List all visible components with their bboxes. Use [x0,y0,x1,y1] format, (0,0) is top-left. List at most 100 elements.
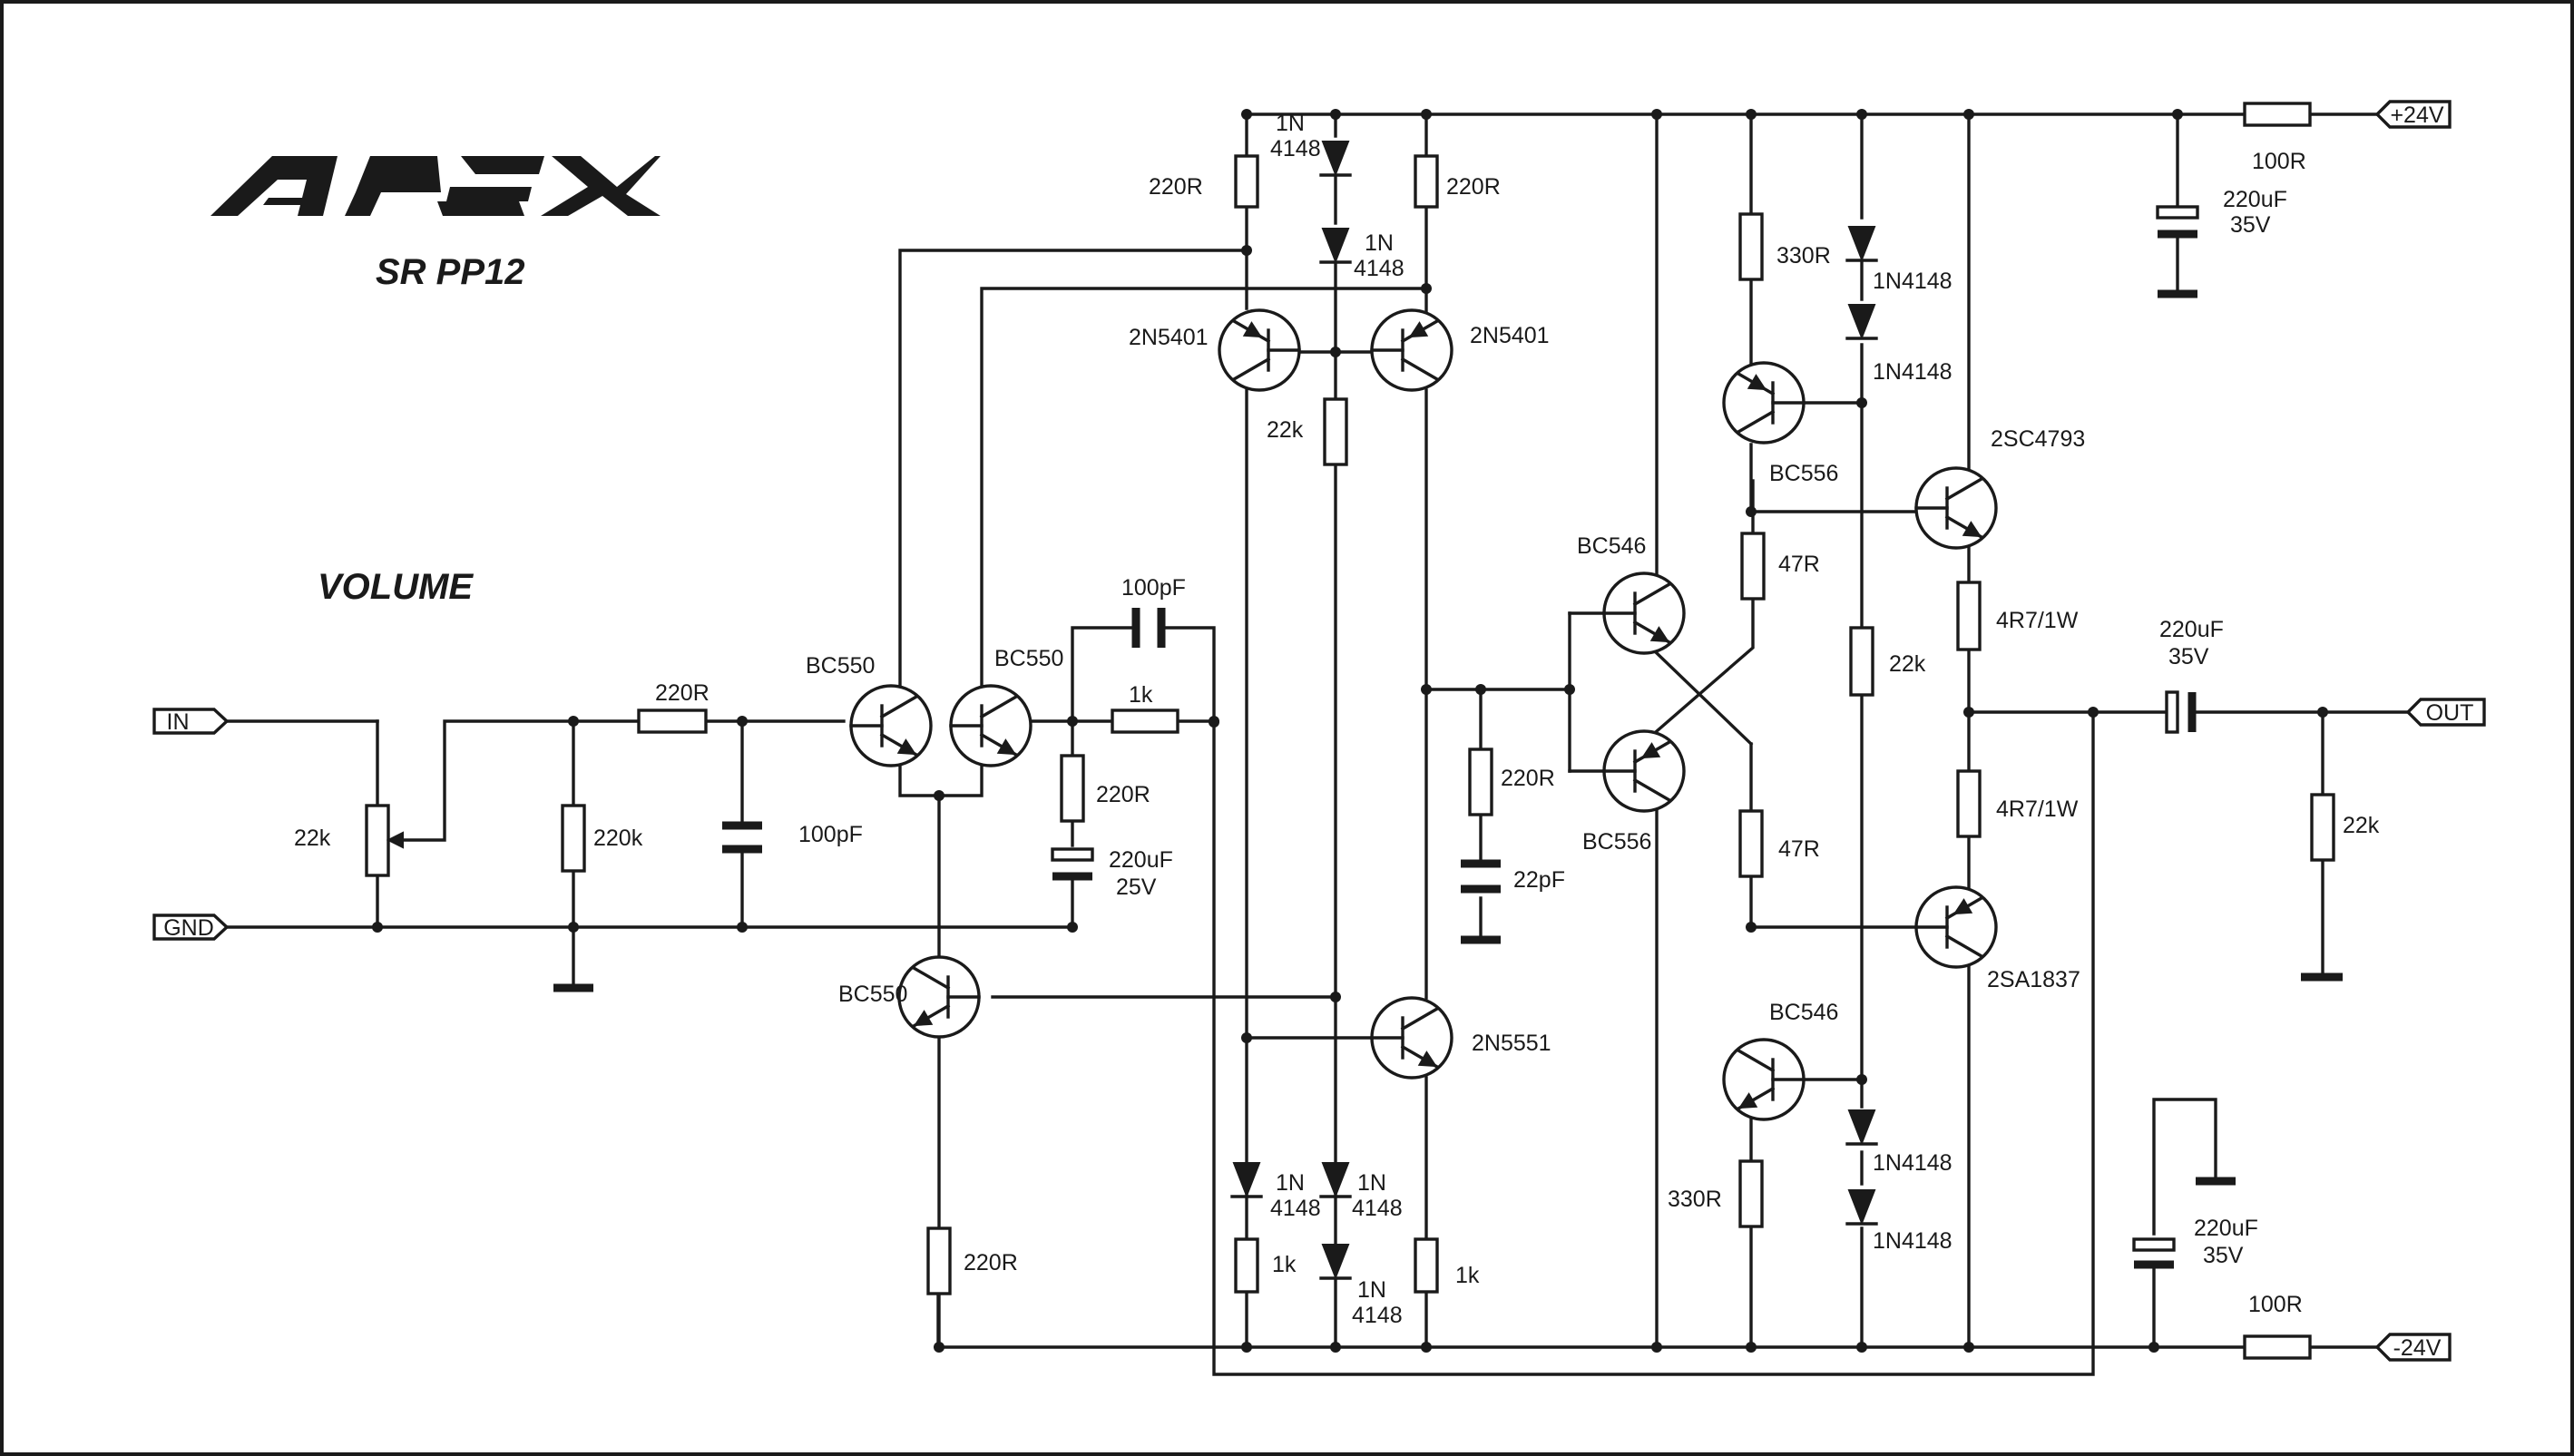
resistor-emit-bot [1956,769,1982,838]
junction-dot [1746,1342,1757,1353]
label-r-rail-neg: 100R [2248,1292,2303,1317]
resistor-47-top [1740,532,1766,601]
transistor-q11 [1914,466,1998,550]
junction-dot [2317,707,2328,718]
port-gnd-label: GND [163,915,214,941]
junction-dot [1651,1342,1662,1353]
label-q1: BC550 [806,653,875,679]
junction-dot [1067,716,1078,727]
junction-dots [372,109,2328,1353]
label-d-bot-b-1: 1N [1357,1170,1386,1196]
label-q8: BC556 [1582,829,1651,855]
resistor-r-fb-series [1111,708,1179,734]
resistor-out-load [2310,793,2335,862]
label-c-rail-pos: 220uF [2223,187,2287,212]
label-d-bot-c-2: 4148 [1352,1303,1403,1328]
resistor-r-bias [561,804,586,873]
junction-dot [1963,707,1974,718]
label-c-fb: 100pF [1121,575,1186,601]
label-r-mid: 22k [1267,417,1304,443]
label-c-out: 220uF [2159,617,2224,642]
junction-dot [1746,922,1757,933]
label-c-rail-neg: 220uF [2194,1216,2258,1241]
volume-pot [365,804,390,877]
label-r-mid-right: 22k [1889,651,1926,677]
label-pot: 22k [294,826,331,851]
label-r-bot-right: 1k [1455,1263,1480,1288]
label-r-bias: 220k [593,826,643,851]
junction-dot [1963,109,1974,120]
label-r-top-right: 220R [1446,174,1501,200]
label-r-emit-bot: 4R7/1W [1996,796,2079,822]
label-q6: 2N5551 [1472,1031,1551,1056]
junction-dot [1856,109,1867,120]
port-in-label: IN [167,709,190,735]
junction-dot [1241,245,1252,256]
label-c-fb-elec-v: 25V [1116,875,1157,900]
junction-dot [934,1342,944,1353]
label-r-q3: 220R [964,1250,1018,1275]
label-r-top-vbe: 330R [1776,243,1831,269]
label-c-comp: 22pF [1513,867,1565,893]
resistor-bot-left [1234,1237,1259,1294]
label-q7: BC546 [1577,533,1646,559]
junction-dot [1421,109,1432,120]
label-q4: 2N5401 [1129,325,1209,350]
junction-dot [1746,109,1757,120]
resistor-r-in [637,708,708,734]
diode-right-3 [1845,1109,1878,1146]
label-d-bot-b-2: 4148 [1352,1196,1403,1221]
diode-top-b [1319,228,1352,264]
label-d-right-1: 1N4148 [1873,269,1953,294]
port-vneg: -24V [2374,1333,2452,1362]
junction-dot [737,922,748,933]
transistor-q3 [897,955,981,1039]
resistor-emit-top [1956,581,1982,651]
junction-dot [1651,109,1662,120]
label-r-top-left: 220R [1149,174,1203,200]
junction-dot [737,716,748,727]
label-r-emit-top: 4R7/1W [1996,608,2079,633]
label-q5: 2N5401 [1470,323,1550,348]
resistor-rail-pos [2243,102,2312,127]
apex-logo [210,156,661,216]
label-r-47-bot: 47R [1778,836,1820,862]
junction-dot [1856,1342,1867,1353]
transistor-q8 [1602,729,1686,813]
transistor-q2 [949,684,1033,767]
junction-dot [2088,707,2099,718]
label-d-bot-a-1: 1N [1276,1170,1305,1196]
label-r-vas: 220R [1501,766,1555,791]
label-r-47-top: 47R [1778,552,1820,577]
resistor-47-bot [1738,809,1764,878]
resistor-mid [1323,397,1348,466]
port-vneg-label: -24V [2393,1335,2442,1361]
junction-dot [1330,347,1341,357]
junction-dot [1746,506,1757,517]
junction-dot [1421,1342,1432,1353]
junction-dot [934,790,944,801]
diode-bot-c [1319,1244,1352,1280]
port-out-label: OUT [2426,700,2474,726]
resistor-rail-neg [2243,1334,2312,1360]
junction-dot [1330,992,1341,1002]
label-d-top-b-2: 4148 [1354,256,1404,281]
transistor-q9 [1722,361,1806,445]
label-d-right-4: 1N4148 [1873,1228,1953,1254]
label-r-bot-vbe: 330R [1668,1187,1722,1212]
label-q2: BC550 [994,646,1063,671]
junction-dot [1241,1342,1252,1353]
resistor-r-fb-gnd [1060,754,1085,823]
volume-label: VOLUME [318,567,474,607]
label-c-fb-elec: 220uF [1109,847,1173,873]
label-c-rail-neg-v: 35V [2203,1243,2244,1268]
junction-dot [372,922,383,933]
junction-dot [568,716,579,727]
port-vpos-label: +24V [2390,103,2443,128]
label-r-out-load: 22k [2343,813,2380,838]
label-d-bot-c-1: 1N [1357,1277,1386,1303]
diodes [1230,141,1878,1280]
diode-bot-b [1319,1162,1352,1198]
port-vpos: +24V [2374,100,2452,129]
